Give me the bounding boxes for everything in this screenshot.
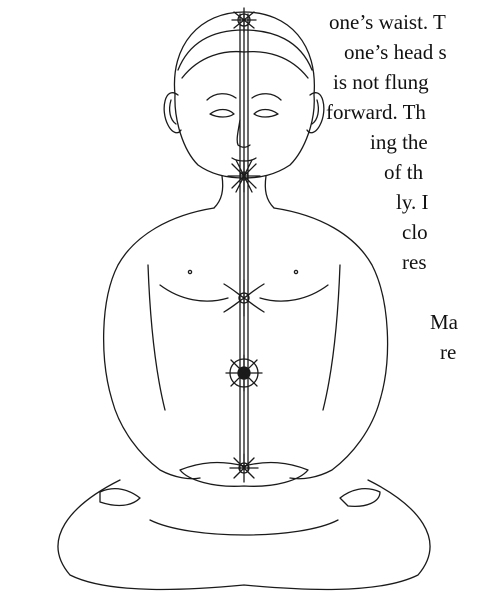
right-shoulder-arm	[274, 208, 388, 479]
left-foot	[100, 489, 140, 506]
text-line-6: of th	[384, 160, 423, 184]
text-line-10: Ma	[430, 310, 458, 334]
text-line-3: is not flung	[333, 70, 429, 94]
chest-right	[260, 285, 328, 301]
leg-fold	[150, 520, 338, 535]
hairline-inner	[182, 52, 308, 78]
left-shoulder-arm	[104, 208, 214, 479]
crown-chakra	[232, 8, 256, 32]
text-line-1: one’s waist. T	[329, 10, 446, 34]
text-line-2: one’s head s	[344, 40, 447, 64]
heart-chakra	[224, 280, 264, 316]
text-line-11: re	[440, 340, 456, 364]
text-line-4: forward. Th	[326, 100, 426, 124]
right-brow	[252, 94, 281, 100]
right-nipple	[294, 270, 297, 273]
neck-right	[265, 176, 274, 208]
right-ear	[307, 93, 324, 133]
secret-chakra	[230, 454, 258, 482]
left-eye	[210, 110, 234, 118]
chest-left	[160, 285, 228, 301]
right-foot	[340, 489, 380, 507]
text-line-8: clo	[402, 220, 428, 244]
neck-left	[214, 176, 223, 208]
text-line-5: ing the	[370, 130, 428, 154]
right-eye	[254, 110, 278, 118]
text-line-9: res	[402, 250, 427, 274]
throat-chakra	[228, 160, 260, 192]
navel-chakra	[226, 355, 262, 391]
left-brow	[207, 94, 236, 100]
text-line-7: ly. I	[396, 190, 428, 214]
hairline	[178, 30, 312, 70]
left-nipple	[188, 270, 191, 273]
